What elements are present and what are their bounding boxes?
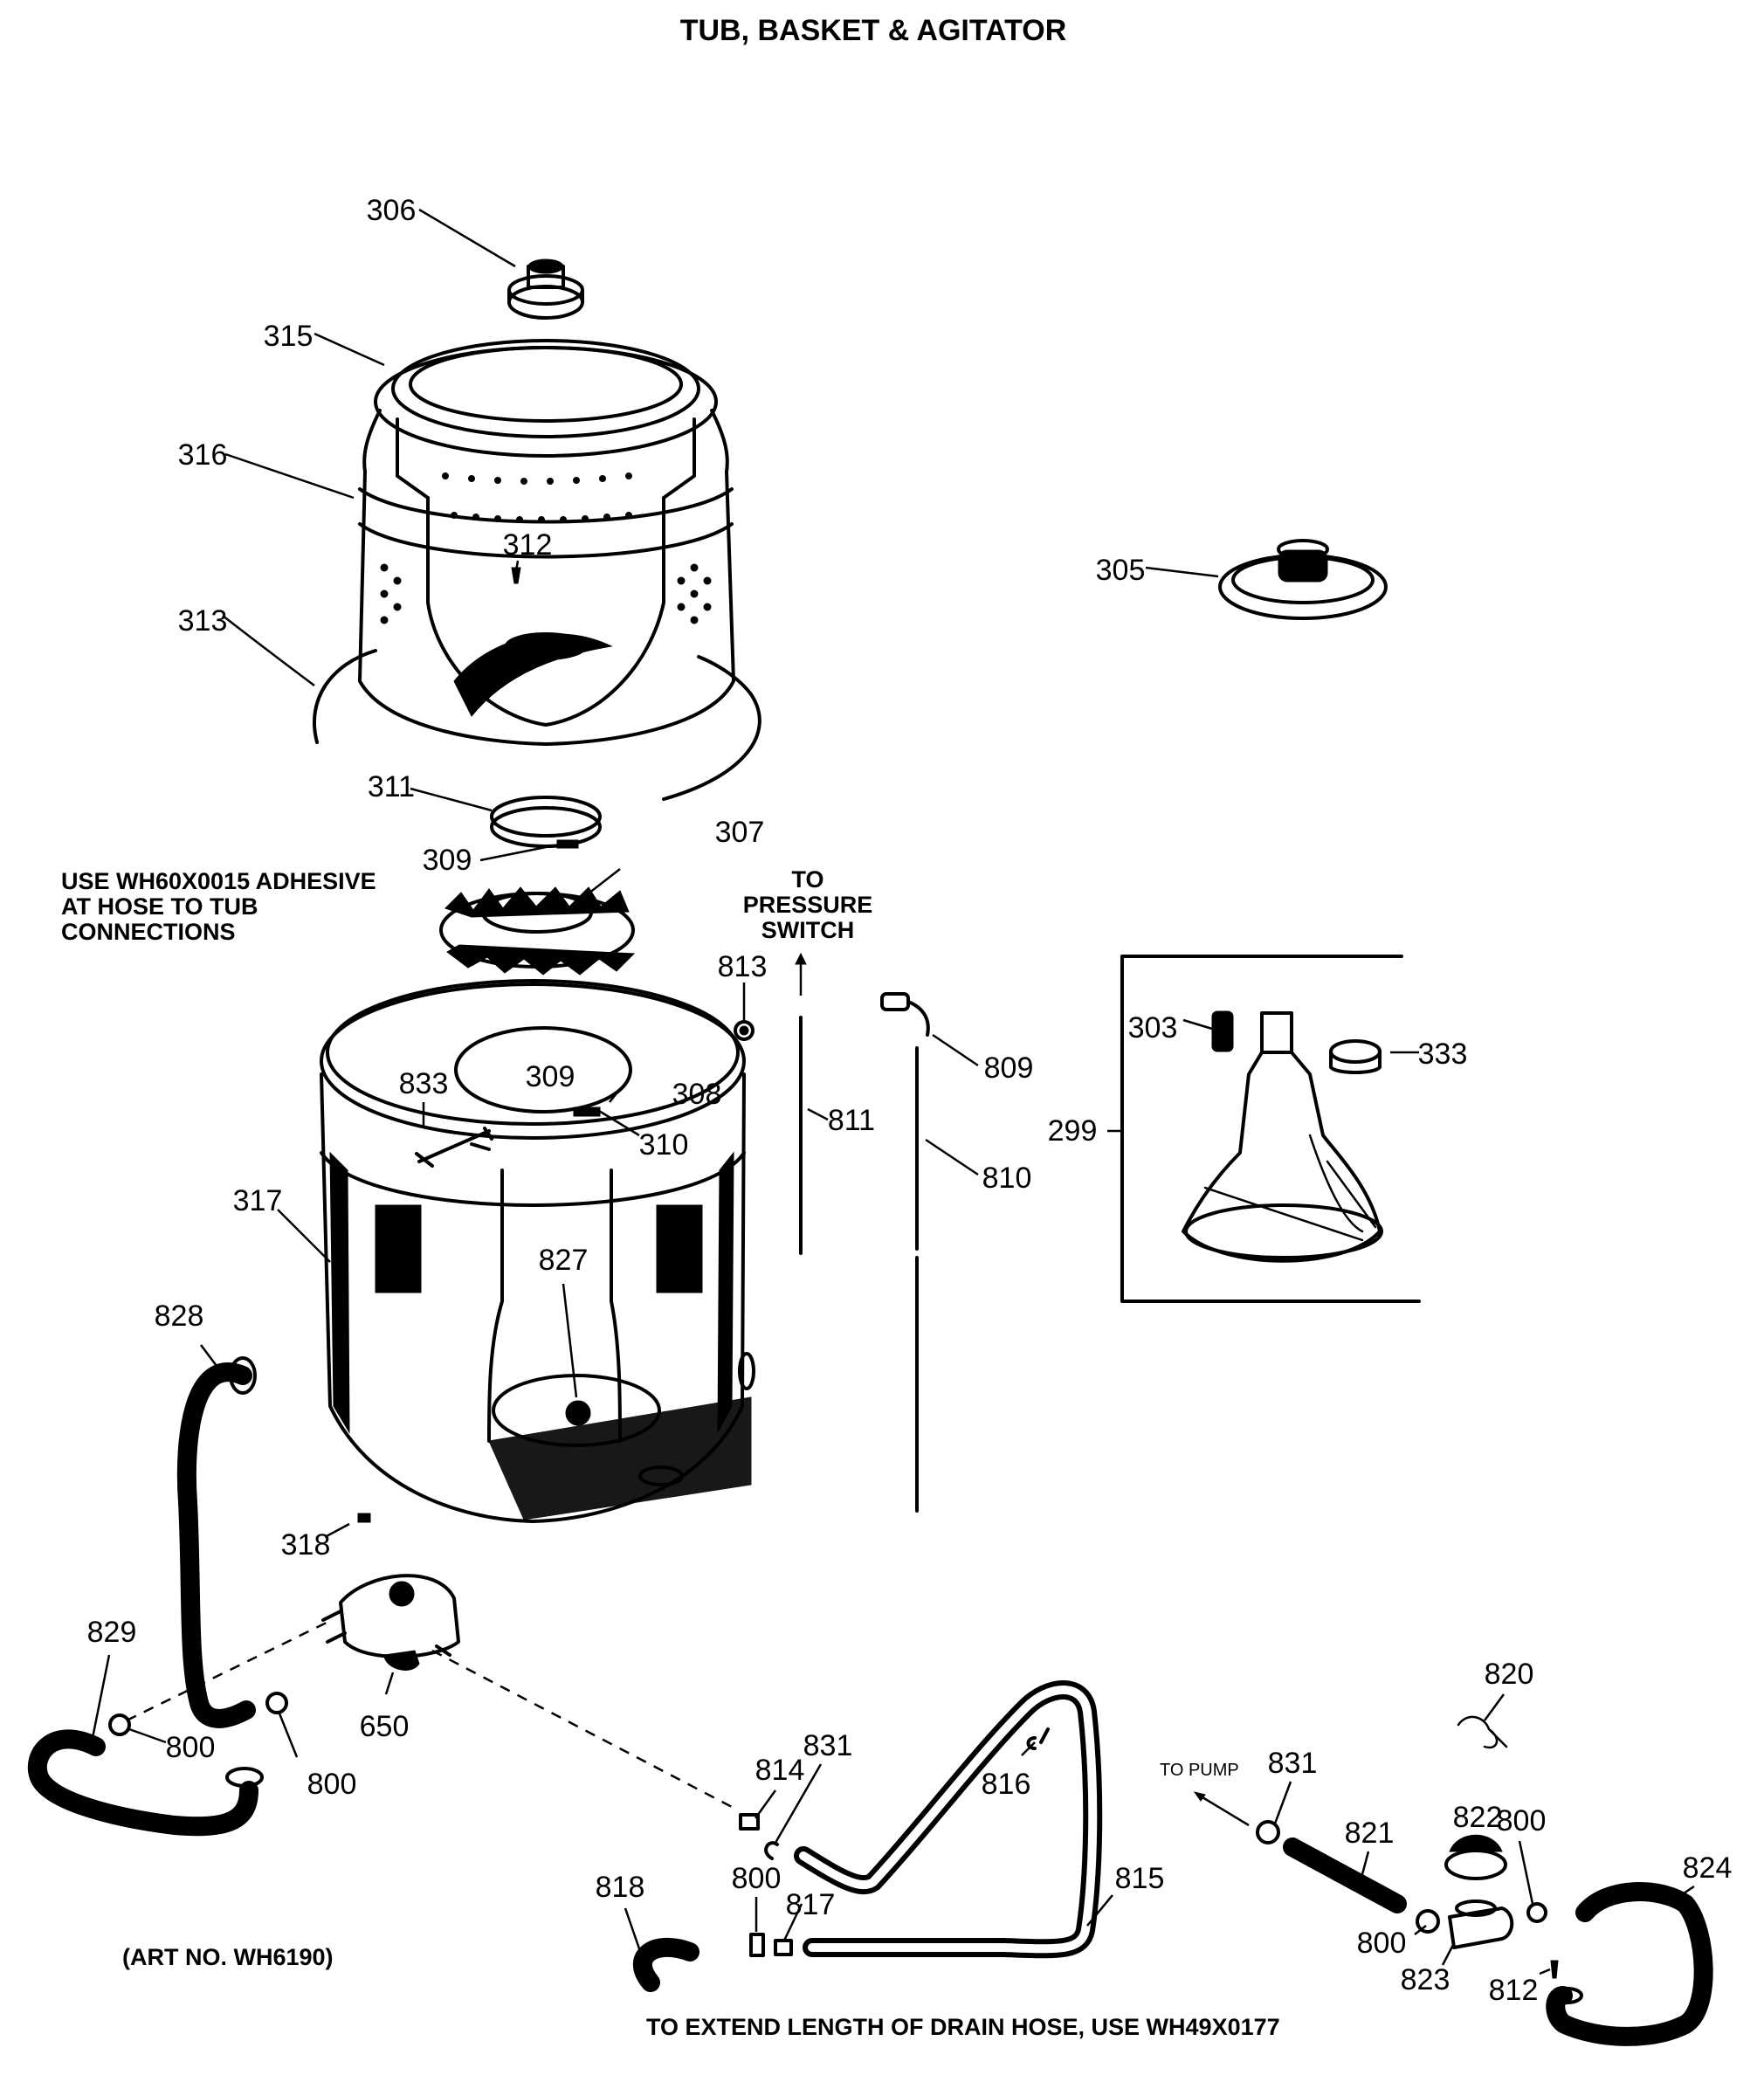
part-label-823: 823	[1401, 1963, 1450, 1996]
part-label-318: 318	[281, 1528, 331, 1562]
part-label-650: 650	[360, 1710, 410, 1743]
part-label-817: 817	[786, 1888, 836, 1921]
part-label-303: 303	[1128, 1011, 1178, 1045]
part-821-hose	[1283, 1837, 1407, 1913]
part-831-clip-b	[1256, 1820, 1280, 1844]
part-313-gasket-right	[662, 655, 761, 801]
to-pump-note: TO PUMP	[1160, 1761, 1239, 1780]
part-label-831-a: 831	[803, 1729, 853, 1762]
part-831-clip-a	[764, 1841, 779, 1860]
part-650-pump	[321, 1513, 460, 1671]
drain-hose-note: TO EXTEND LENGTH OF DRAIN HOSE, USE WH49…	[646, 2014, 1280, 2040]
part-309-clamp-a	[490, 806, 602, 848]
part-labels: 306 315 316 312 313 305 311 309 307 813 …	[87, 194, 1733, 2007]
part-308-clamp	[454, 1026, 632, 1114]
part-816-drawing	[1026, 1727, 1050, 1750]
adhesive-note-line-3: CONNECTIONS	[61, 919, 236, 945]
part-809-drawing	[880, 992, 930, 1037]
part-label-310: 310	[639, 1128, 689, 1162]
part-label-315: 315	[264, 320, 314, 353]
part-label-800-c: 800	[732, 1862, 782, 1895]
part-label-800-e: 800	[1357, 1927, 1407, 1960]
part-label-305: 305	[1096, 554, 1146, 587]
part-label-833: 833	[399, 1067, 449, 1100]
part-label-317: 317	[233, 1184, 283, 1217]
connector-dash-left	[126, 1618, 333, 1722]
part-label-814: 814	[755, 1754, 805, 1787]
part-800-clamp-c	[749, 1933, 765, 1957]
part-828-hose	[176, 1356, 257, 1728]
part-label-809: 809	[984, 1051, 1034, 1085]
part-800-clamp-a	[108, 1713, 131, 1736]
part-label-311: 311	[368, 770, 415, 803]
pressure-switch-note-line-2: PRESSURE	[743, 892, 873, 918]
part-label-307: 307	[715, 816, 765, 849]
part-label-828: 828	[155, 1300, 204, 1333]
part-815-drain-hose	[794, 1680, 1103, 1959]
part-label-831-b: 831	[1268, 1747, 1318, 1780]
part-label-309-upper: 309	[423, 844, 472, 877]
part-814-drawing	[739, 1813, 760, 1831]
part-label-818: 818	[596, 1871, 645, 1904]
to-pump-arrow	[1197, 1793, 1250, 1827]
adhesive-note-line-2: AT HOSE TO TUB	[61, 893, 258, 920]
part-label-800-b: 800	[307, 1768, 357, 1801]
adhesive-note-line-1: USE WH60X0015 ADHESIVE	[61, 868, 376, 894]
part-label-800-a: 800	[166, 1731, 216, 1764]
part-305-drawing	[1218, 539, 1388, 620]
part-311-ring	[490, 796, 602, 838]
part-label-816: 816	[982, 1768, 1031, 1801]
part-813-drawing	[734, 1020, 755, 1041]
part-309-clamp-b-screw	[573, 1107, 601, 1117]
part-label-312: 312	[503, 528, 553, 562]
part-817-drawing	[774, 1939, 793, 1956]
part-label-815: 815	[1115, 1862, 1165, 1895]
part-316-basket-drawing	[358, 339, 735, 746]
part-307-drawing	[439, 886, 636, 976]
part-820-drawing	[1457, 1715, 1508, 1749]
part-824-hose	[1546, 1882, 1713, 2046]
part-label-299: 299	[1048, 1114, 1098, 1148]
part-label-306: 306	[367, 194, 417, 227]
part-306-drawing	[507, 259, 584, 320]
part-label-810: 810	[982, 1162, 1032, 1195]
pressure-switch-note-line-3: SWITCH	[761, 917, 854, 943]
part-317-tub-drawing	[320, 979, 755, 1523]
part-label-827: 827	[539, 1244, 589, 1277]
part-label-822: 822	[1453, 1801, 1503, 1834]
part-label-812: 812	[1489, 1974, 1539, 2007]
part-label-811: 811	[828, 1104, 875, 1137]
part-800-clamp-b	[265, 1692, 288, 1714]
pressure-switch-note-line-1: TO	[791, 866, 823, 893]
part-label-333: 333	[1418, 1038, 1468, 1071]
part-label-813: 813	[718, 950, 768, 983]
part-299-box	[1120, 955, 1421, 1303]
part-label-309-lower: 309	[526, 1060, 575, 1093]
leader-lines	[90, 208, 1695, 1975]
part-822-cap	[1444, 1834, 1507, 1880]
part-833-drawing	[415, 1127, 493, 1168]
part-label-821: 821	[1345, 1817, 1395, 1850]
to-pump-arrowhead	[1193, 1791, 1206, 1802]
art-number: (ART NO. WH6190)	[122, 1944, 334, 1970]
part-829-hose	[27, 1729, 264, 1837]
part-812-drawing	[1550, 1960, 1559, 1979]
connector-dash-right	[431, 1649, 734, 1810]
part-818-drawing	[632, 1938, 699, 1992]
part-label-313: 313	[178, 604, 228, 638]
part-800-clamp-e	[1416, 1909, 1440, 1934]
part-313-gasket-left	[312, 649, 377, 744]
diagram-title: TUB, BASKET & AGITATOR	[680, 14, 1067, 47]
part-label-316: 316	[178, 438, 228, 472]
part-label-824: 824	[1683, 1851, 1733, 1885]
pressure-switch-arrowhead	[795, 952, 807, 965]
part-label-308: 308	[672, 1078, 722, 1111]
part-823-valve	[1448, 1900, 1514, 1949]
part-800-clamp-d	[1526, 1902, 1547, 1923]
part-309-clamp-screw	[556, 839, 579, 849]
part-label-800-d: 800	[1497, 1804, 1547, 1837]
part-label-820: 820	[1485, 1658, 1534, 1691]
part-label-829: 829	[87, 1616, 137, 1649]
